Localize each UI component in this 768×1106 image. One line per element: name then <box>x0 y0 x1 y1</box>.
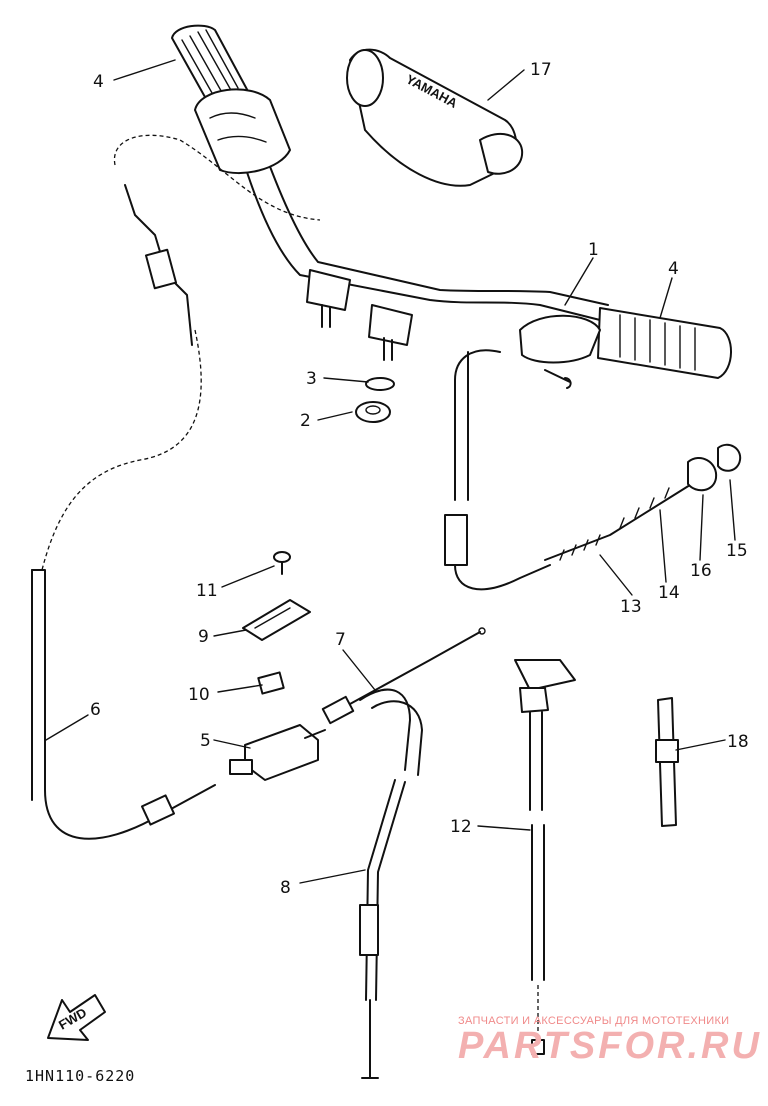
label-10: 10 <box>188 685 210 705</box>
handlebar <box>239 144 609 361</box>
grip-17: YAMAHA <box>346 48 524 187</box>
cap-16 <box>687 457 718 492</box>
label-9: 9 <box>198 627 209 647</box>
watermark: ЗАПЧАСТИ И АКСЕССУАРЫ ДЛЯ МОТОТЕХНИКИ PA… <box>458 1015 762 1067</box>
label-17: 17 <box>530 60 552 80</box>
strap-18 <box>655 697 679 827</box>
fwd-arrow: FWD <box>47 994 106 1041</box>
label-11: 11 <box>196 581 218 601</box>
cap-15 <box>717 443 742 472</box>
label-13: 13 <box>620 597 642 617</box>
block-10 <box>257 671 285 695</box>
label-16: 16 <box>690 561 712 581</box>
label-15: 15 <box>726 541 748 561</box>
switch-5 <box>229 724 326 781</box>
throttle-cable-13 <box>444 349 691 591</box>
label-6: 6 <box>90 700 101 720</box>
label-1: 1 <box>588 240 599 260</box>
label-12: 12 <box>450 817 472 837</box>
plate-9 <box>242 599 311 641</box>
label-5: 5 <box>200 731 211 751</box>
nut-2 <box>355 401 391 423</box>
label-18: 18 <box>727 732 749 752</box>
watermark-logo: PARTSFOR.RU <box>458 1025 762 1067</box>
left-grip <box>171 24 291 174</box>
screw-11 <box>273 551 291 575</box>
watermark-tagline: ЗАПЧАСТИ И АКСЕССУАРЫ ДЛЯ МОТОТЕХНИКИ <box>458 1015 729 1027</box>
label-7: 7 <box>335 630 346 650</box>
cable-7 <box>321 627 486 725</box>
part-labels: 4 17 1 4 3 2 11 9 10 5 6 7 8 12 13 14 16… <box>90 60 749 898</box>
label-4-left: 4 <box>93 72 104 92</box>
clutch-cable-6 <box>31 134 321 840</box>
leader-lines <box>45 59 736 884</box>
label-8: 8 <box>280 878 291 898</box>
right-grip <box>519 307 732 389</box>
label-3: 3 <box>306 369 317 389</box>
label-4-right: 4 <box>668 259 679 279</box>
label-2: 2 <box>300 411 311 431</box>
meter-cable-12 <box>514 659 576 1055</box>
drawing-code: 1HN110-6220 <box>25 1067 135 1085</box>
label-14: 14 <box>658 583 680 603</box>
cable-8 <box>359 688 423 1079</box>
washer-3 <box>365 377 395 391</box>
